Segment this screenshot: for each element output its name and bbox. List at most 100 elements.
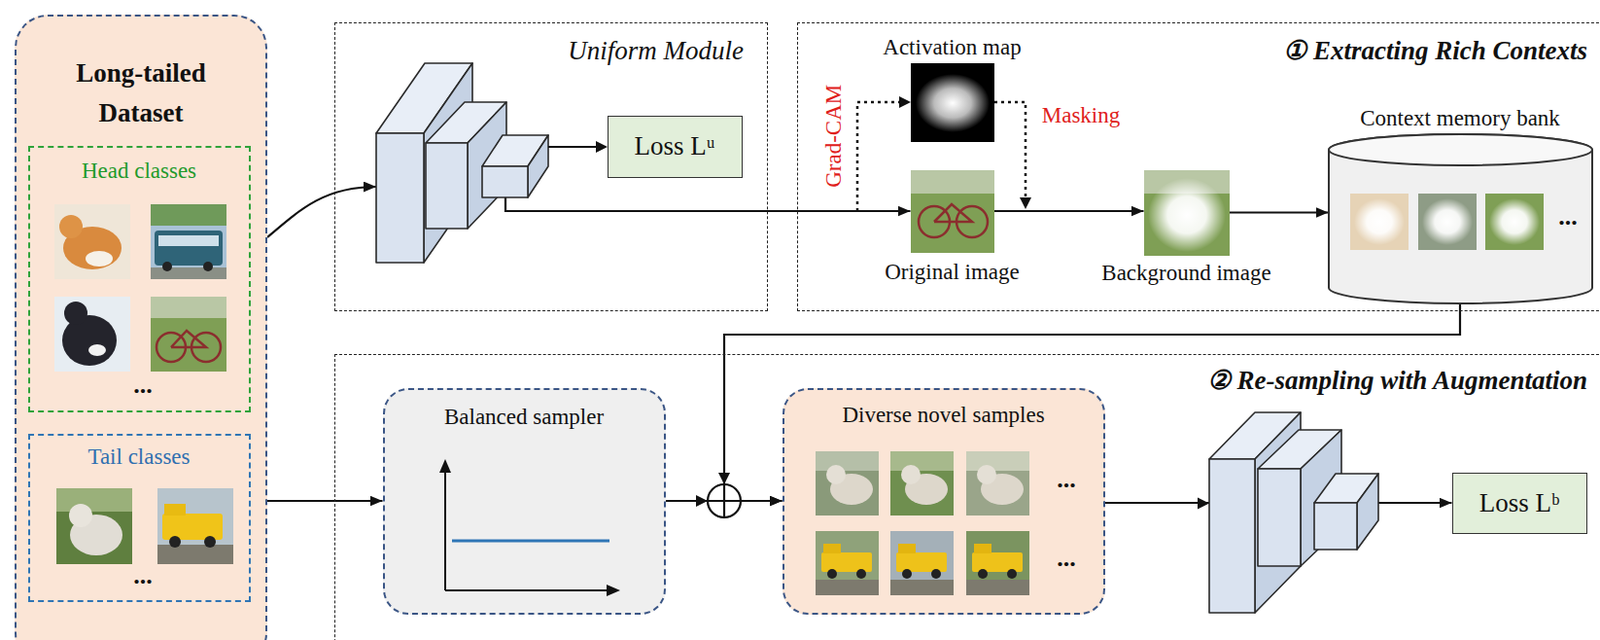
- photo-bus: [150, 204, 227, 279]
- ellipsis-mark: ...: [1056, 464, 1077, 493]
- illustration-part: [1350, 193, 1409, 250]
- illustration-part: [1356, 473, 1379, 550]
- label-holder: Masking: [1042, 102, 1121, 130]
- label-holder: Grad-CAM: [820, 84, 848, 188]
- illustration-part: [1314, 502, 1357, 550]
- stage-frame: ① Extracting Rich Contexts Activation ma…: [797, 22, 1600, 312]
- illustration-part: [1144, 170, 1230, 256]
- node-label: Loss Lᵘ: [633, 130, 715, 162]
- grad-cam-arrow: [857, 102, 901, 211]
- illustration-part: [162, 513, 223, 540]
- illustration-part: [1007, 568, 1017, 579]
- node-label: Uniform Module: [567, 35, 744, 66]
- loss-box: Loss Lᵇ: [1452, 472, 1588, 534]
- illustration-part: [150, 296, 227, 372]
- illustration-part: [425, 142, 468, 229]
- text-holder: Head classes: [37, 157, 242, 185]
- illustration-part: [890, 451, 954, 516]
- arrow-connector: [1105, 501, 1453, 504]
- illustration-part: [69, 514, 123, 556]
- illustration-part: [88, 344, 106, 356]
- photo-truck: [890, 530, 954, 595]
- output-arrow: [548, 145, 597, 148]
- node-label: Balanced sampler: [444, 404, 604, 429]
- illustration-part: [150, 204, 227, 226]
- ellipsis-mark: ...: [1558, 202, 1578, 231]
- illustration-part: [723, 484, 726, 518]
- illustration-part: [976, 464, 997, 485]
- illustration-part: [64, 301, 88, 325]
- illustration-part: [423, 63, 473, 263]
- illustration-part: [445, 589, 609, 592]
- illustration-part: [1300, 429, 1342, 566]
- illustration-part: [1209, 412, 1301, 459]
- illustration-part: [707, 484, 741, 518]
- text-holder: Context memory bank: [1359, 104, 1561, 133]
- illustration-part: [904, 473, 948, 505]
- plus-circle: [707, 484, 741, 518]
- illustration-part: [204, 535, 216, 548]
- illustration-part: [191, 332, 221, 362]
- illustration-part: [171, 330, 207, 348]
- text-holder: Long-tailed Dataset: [40, 53, 242, 133]
- illustration-part: [150, 267, 227, 279]
- label-holder: ...: [1056, 466, 1077, 492]
- node-label: Activation map: [882, 34, 1021, 60]
- node-label: Context memory bank: [1359, 105, 1561, 131]
- illustration-part: [966, 530, 1030, 595]
- illustration-part: [1354, 198, 1405, 245]
- illustration-part: [827, 568, 837, 579]
- text-holder: Tail classes: [37, 443, 242, 471]
- memory-bank-cylinder: Context memory bank: [1328, 134, 1593, 304]
- illustration-part: [150, 204, 227, 279]
- text-holder: Diverse novel samples: [794, 401, 1094, 429]
- illustration-part: [150, 296, 227, 318]
- illustration-part: [977, 568, 988, 579]
- illustration-part: [815, 579, 879, 595]
- text-holder: ① Extracting Rich Contexts: [1283, 34, 1588, 67]
- photo-cat: [56, 487, 133, 564]
- illustration-part: [980, 473, 1024, 505]
- illustration-part: [1257, 468, 1301, 566]
- illustration-part: [856, 568, 867, 579]
- arrow-connector: [994, 209, 1145, 212]
- illustration-part: [1328, 134, 1593, 166]
- illustration-part: [203, 261, 213, 272]
- illustration-part: [157, 544, 234, 564]
- illustration-part: [54, 296, 131, 372]
- illustration-part: [826, 464, 846, 485]
- illustration-part: [972, 552, 1023, 572]
- illustration-part: [1422, 198, 1473, 245]
- illustration-part: [918, 206, 950, 238]
- node-label: Long-tailed Dataset: [75, 58, 207, 128]
- illustration-part: [890, 530, 954, 595]
- photo-truck: [157, 487, 234, 564]
- samples-box: Diverse novel samples: [782, 387, 1106, 615]
- node-label: Background image: [1101, 260, 1271, 285]
- arrow-head: [595, 140, 608, 153]
- stage-frame: ② Re-sampling with Augmentation Balanced…: [334, 353, 1600, 640]
- illustration-part: [425, 102, 507, 143]
- illustration-part: [973, 543, 992, 554]
- illustration-part: [376, 133, 424, 263]
- illustration-part: [1418, 193, 1477, 250]
- illustration-part: [63, 226, 122, 270]
- illustration-part: [815, 451, 879, 471]
- illustration-part: [482, 166, 528, 198]
- text-holder: Uniform Module: [567, 34, 744, 67]
- label-holder: ...: [133, 562, 153, 589]
- image-node: Activation map: [910, 63, 995, 142]
- arrow-head: [1197, 497, 1210, 510]
- illustration-part: [823, 543, 841, 554]
- illustration-part: [890, 579, 954, 595]
- illustration-part: [482, 135, 549, 167]
- illustration-part: [62, 314, 117, 366]
- arrow-head: [718, 472, 731, 485]
- illustration-part: [59, 214, 83, 239]
- photo-truck: [966, 530, 1030, 595]
- arrow-connector: [267, 186, 377, 238]
- illustration-part: [966, 451, 1030, 516]
- illustration-part: [444, 470, 447, 591]
